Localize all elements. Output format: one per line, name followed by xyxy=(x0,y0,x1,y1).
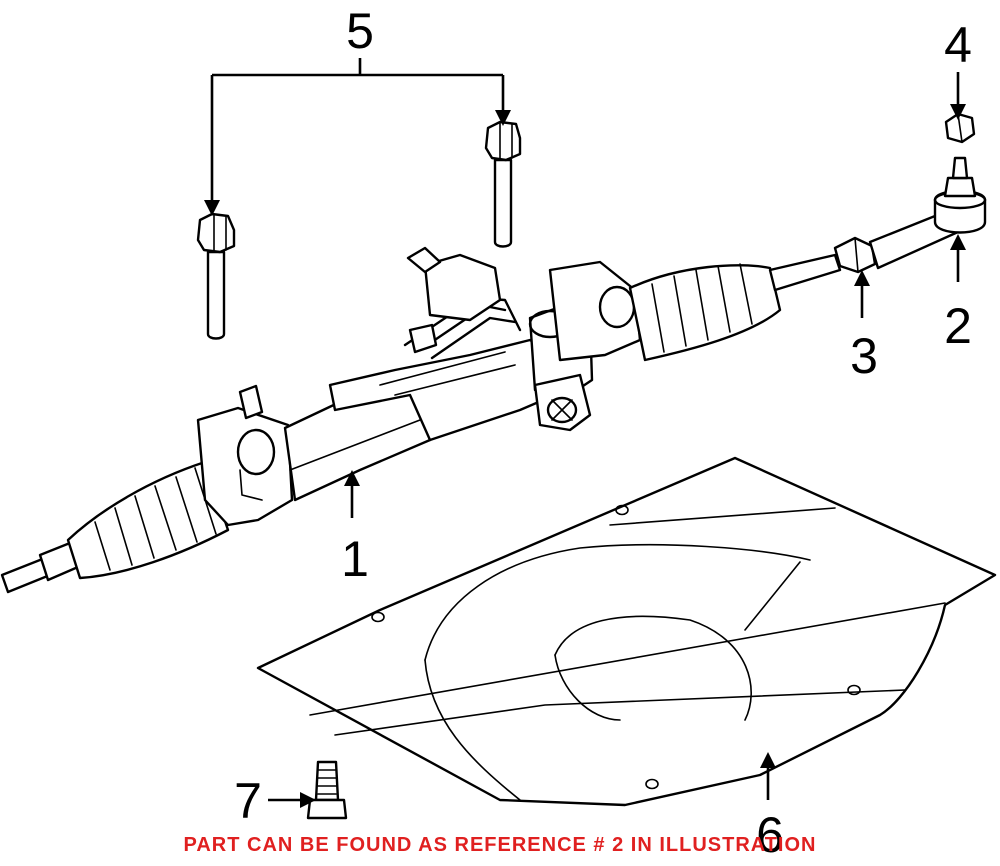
screw-part-7 xyxy=(306,760,348,820)
callout-4: 4 xyxy=(944,17,972,73)
callout-5: 5 xyxy=(346,3,374,59)
rack-and-pinion-part-1 xyxy=(0,246,842,594)
jam-nut-part-3 xyxy=(833,236,877,274)
mounting-bolts-part-5 xyxy=(196,120,522,340)
bolt-right xyxy=(484,120,522,248)
callout-6: 6 xyxy=(756,807,784,863)
callout-3: 3 xyxy=(850,328,878,384)
reference-caption: PART CAN BE FOUND AS REFERENCE # 2 IN IL… xyxy=(183,834,817,856)
callout-7: 7 xyxy=(234,773,262,829)
leader-lines xyxy=(204,58,966,808)
tie-rod-end-part-2 xyxy=(868,156,987,270)
splash-shield-part-6 xyxy=(256,456,997,807)
callout-2: 2 xyxy=(944,298,972,354)
bolt-left xyxy=(196,212,236,340)
nut-part-4 xyxy=(944,112,976,144)
callout-1: 1 xyxy=(341,531,369,587)
